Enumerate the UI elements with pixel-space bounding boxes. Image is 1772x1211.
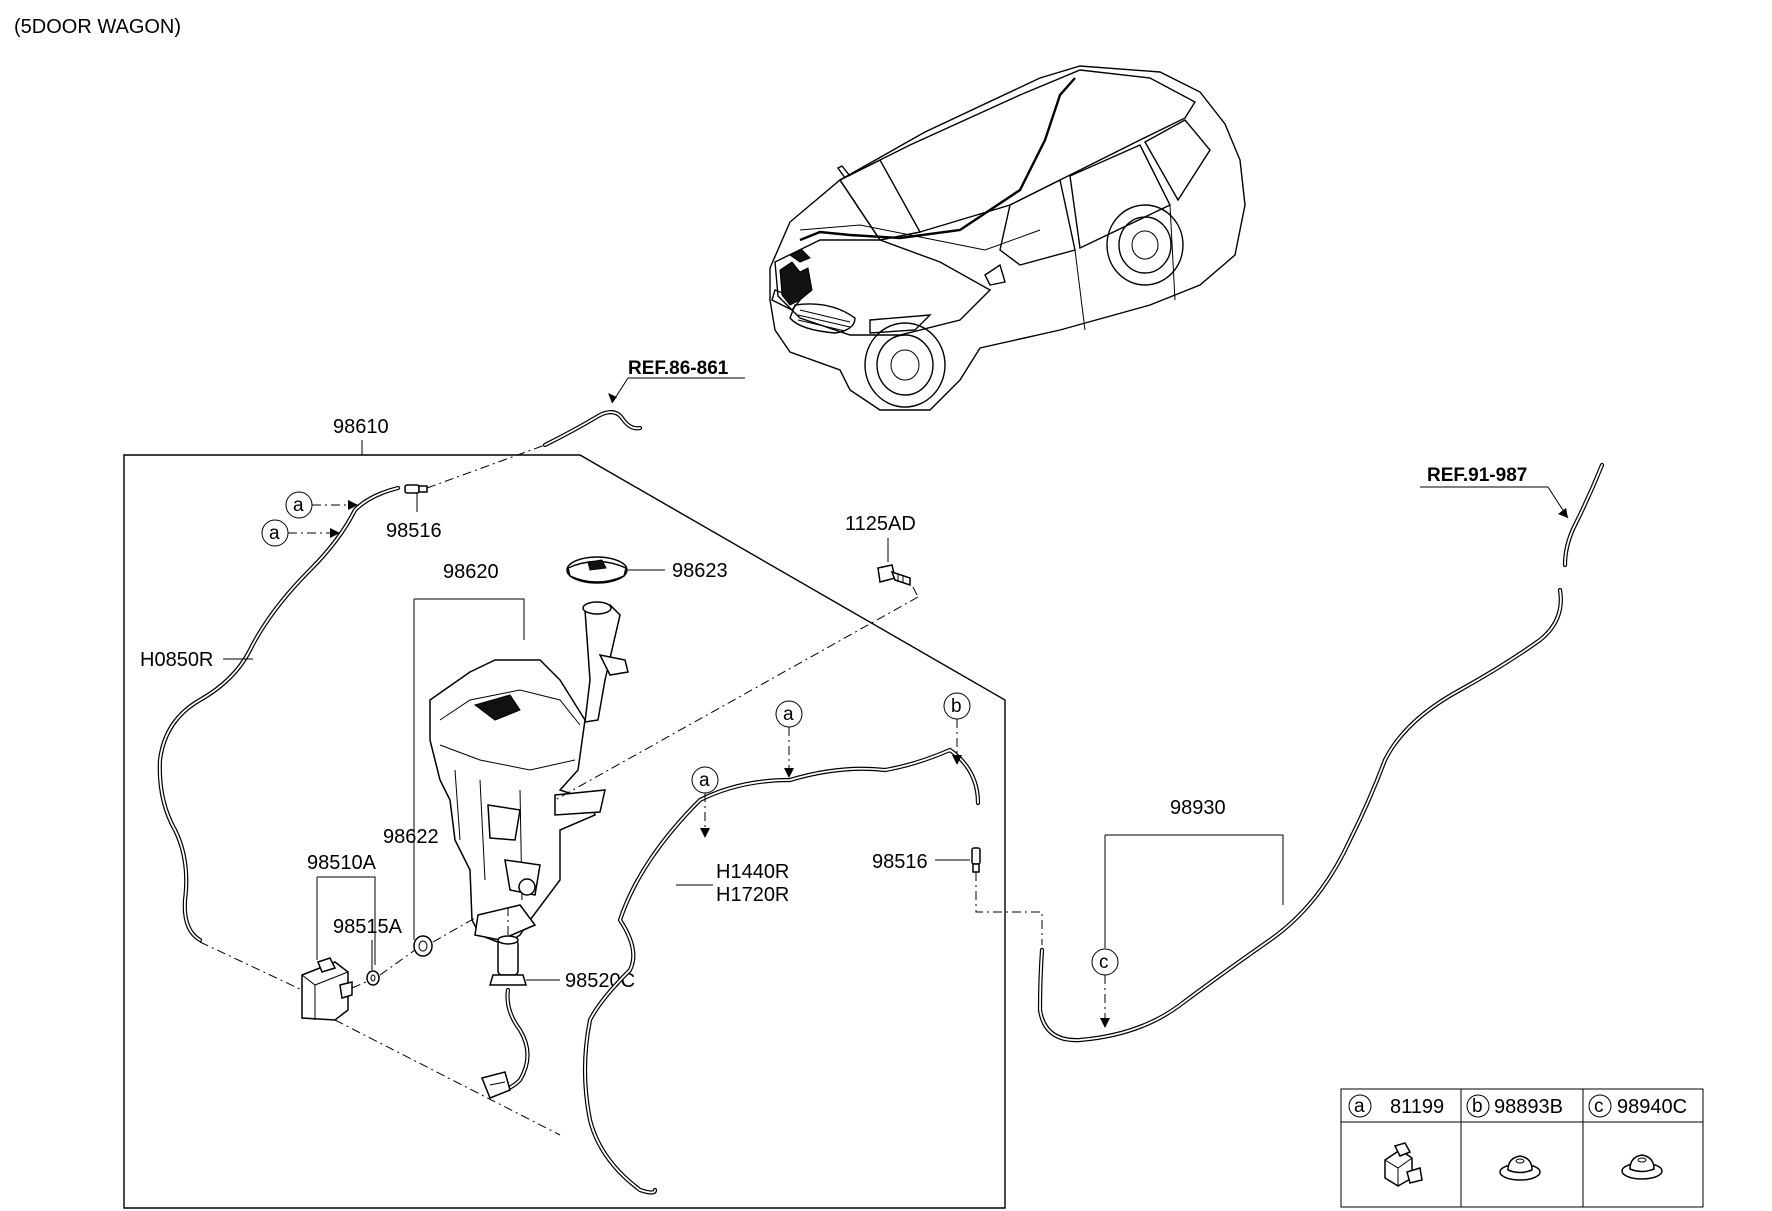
callout-a-4: a <box>691 766 719 838</box>
svg-text:a: a <box>269 523 280 544</box>
label-h1720r: H1720R <box>716 884 789 906</box>
callout-b: b <box>943 692 971 765</box>
grommet-98622 <box>413 935 433 957</box>
label-h1440r: H1440R <box>716 861 789 883</box>
clip-81199-icon <box>1384 1142 1423 1187</box>
legend-item-b: b 98893B <box>1466 1094 1563 1181</box>
svg-text:a: a <box>293 495 304 516</box>
main-assembly-frame <box>123 454 1006 1209</box>
callout-c: c <box>1091 948 1119 1028</box>
svg-text:b: b <box>951 696 962 717</box>
svg-text:a: a <box>699 770 710 791</box>
legend-table: a 81199 b 98893B c 98940C <box>1340 1088 1704 1208</box>
label-98510a: 98510A <box>307 852 377 874</box>
svg-text:a: a <box>1354 1096 1365 1117</box>
label-98610: 98610 <box>333 416 389 438</box>
grommet-98940c-icon <box>1621 1154 1663 1180</box>
svg-text:98893B: 98893B <box>1494 1096 1563 1118</box>
svg-text:c: c <box>1594 1096 1604 1117</box>
car-illustration <box>769 65 1246 411</box>
svg-text:c: c <box>1099 952 1109 973</box>
label-98930: 98930 <box>1170 797 1226 819</box>
legend-item-a: a 81199 <box>1348 1094 1444 1187</box>
label-98623: 98623 <box>672 560 728 582</box>
diagram-title: (5DOOR WAGON) <box>14 16 181 38</box>
level-sensor-98520c <box>480 935 530 1099</box>
connector-98516-top <box>404 484 428 512</box>
connector-98516-right <box>935 847 981 873</box>
label-98520c: 98520C <box>565 970 635 992</box>
label-1125ad: 1125AD <box>845 513 916 535</box>
callout-a-3: a <box>775 700 803 778</box>
label-98622: 98622 <box>383 826 439 848</box>
svg-text:b: b <box>1472 1096 1483 1117</box>
seal-98515a <box>366 970 380 986</box>
svg-text:a: a <box>783 704 794 725</box>
bolt-1125ad <box>877 564 911 587</box>
svg-text:81199: 81199 <box>1390 1096 1444 1118</box>
washer-tank <box>429 601 629 946</box>
grommet-98893b-icon <box>1499 1155 1541 1181</box>
label-98515a: 98515A <box>333 916 403 938</box>
callout-a-2: a <box>261 519 340 547</box>
label-h0850r: H0850R <box>140 649 213 671</box>
label-98620: 98620 <box>443 561 499 583</box>
callout-a-1: a <box>285 491 358 519</box>
ref-91-987-label: REF.91-987 <box>1427 465 1527 486</box>
washer-pump-98510a <box>301 957 353 1021</box>
tank-cap-98623 <box>566 556 665 584</box>
svg-text:98940C: 98940C <box>1617 1096 1687 1118</box>
ref-86-861-label: REF.86-861 <box>628 358 729 379</box>
label-98516-right: 98516 <box>872 851 928 873</box>
legend-item-c: c 98940C <box>1588 1094 1687 1180</box>
label-98516-top: 98516 <box>386 520 442 542</box>
